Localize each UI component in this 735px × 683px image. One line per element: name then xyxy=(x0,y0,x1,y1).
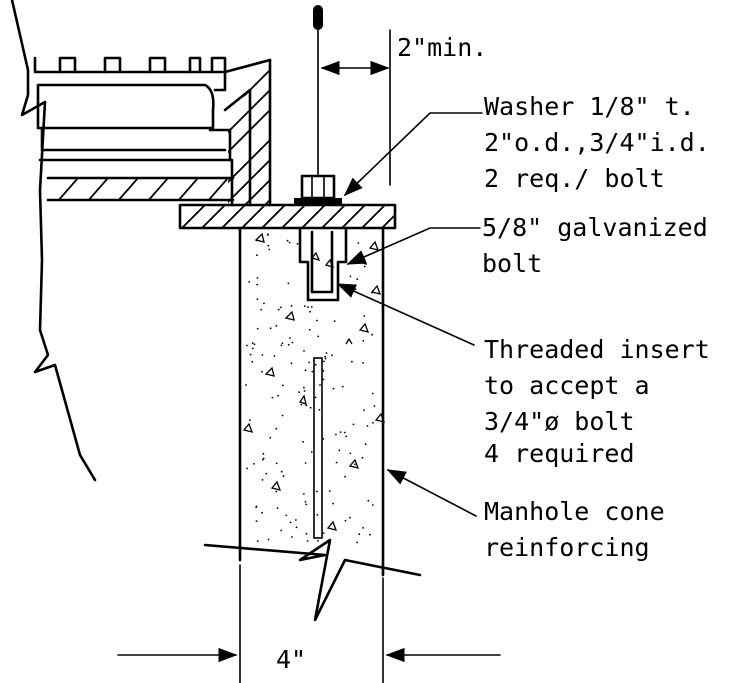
min-clearance-label: 2"min. xyxy=(397,33,487,62)
insert-label-line-1: Threaded insert xyxy=(484,335,710,364)
threaded-insert xyxy=(298,226,348,302)
reinforcing-label-line-2: reinforcing xyxy=(484,533,650,562)
min-clearance-dimension: 2"min. xyxy=(320,29,487,186)
washer-callout: Washer 1/8" t. 2"o.d.,3/4"i.d. 2 req./ b… xyxy=(343,92,710,197)
concrete-cone-wall xyxy=(203,226,422,622)
slab-hatching xyxy=(58,178,230,200)
reinforcing-callout: Manhole cone reinforcing xyxy=(386,469,665,562)
manhole-frame xyxy=(33,56,397,230)
washer xyxy=(294,198,342,205)
wall-width-label: 4" xyxy=(276,645,306,674)
insert-callout: Threaded insert to accept a 3/4"ø bolt 4… xyxy=(336,283,710,468)
washer-label-line-2: 2"o.d.,3/4"i.d. xyxy=(484,128,710,157)
concrete-stipple xyxy=(245,233,376,544)
washer-label-line-3: 2 req./ bolt xyxy=(484,164,665,193)
galvanized-bolt xyxy=(294,5,342,205)
reinforcing-bar xyxy=(313,357,323,539)
washer-label-line-1: Washer 1/8" t. xyxy=(484,92,695,121)
bolt-label-line-1: 5/8" galvanized xyxy=(482,213,708,242)
insert-label-line-2: to accept a xyxy=(484,371,650,400)
bolt-label-line-2: bolt xyxy=(482,249,542,278)
insert-label-line-3: 3/4"ø bolt xyxy=(484,407,635,436)
insert-label-line-4: 4 required xyxy=(484,439,635,468)
bolt-callout: 5/8" galvanized bolt xyxy=(346,213,708,278)
existing-manhole-wall xyxy=(10,0,97,482)
wall-width-dimension: 4" xyxy=(117,564,501,683)
reinforcing-label-line-1: Manhole cone xyxy=(484,497,665,526)
